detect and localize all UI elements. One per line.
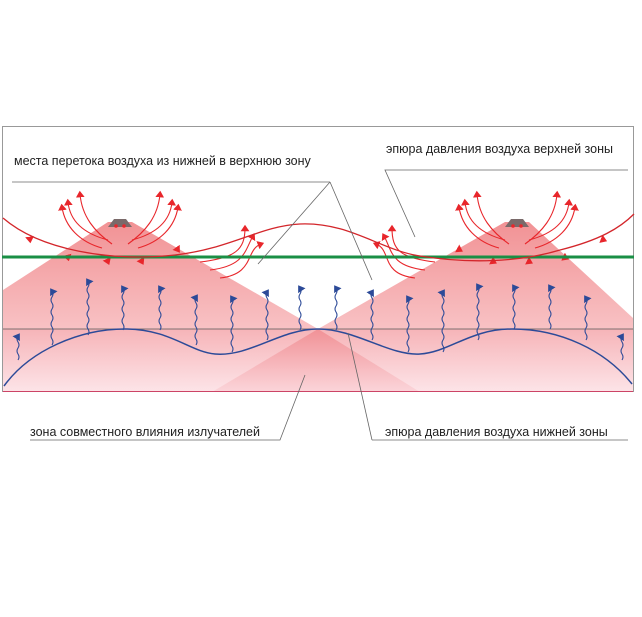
upward-air-arrow	[190, 294, 198, 346]
heater-left	[108, 219, 132, 228]
label-joint-zone: зона совместного влияния излучателей	[30, 425, 260, 439]
upward-air-arrow	[121, 285, 129, 331]
upward-air-arrow	[12, 333, 20, 361]
upward-air-arrow	[584, 295, 592, 341]
heat-flow-arrow	[63, 198, 109, 241]
heater-right	[505, 219, 529, 228]
upward-air-arrow	[230, 295, 238, 353]
overflow-arrow	[209, 233, 256, 271]
upward-air-arrow	[476, 283, 484, 341]
joint-influence-zone	[212, 329, 420, 392]
upward-air-arrow	[366, 289, 374, 341]
upward-air-arrow	[437, 289, 445, 353]
upward-air-arrow	[616, 333, 624, 361]
heat-flow-arrow	[75, 190, 113, 245]
heat-flow-arrow	[528, 198, 574, 241]
upward-air-arrow	[50, 288, 58, 346]
upward-air-arrow	[298, 285, 306, 331]
upward-air-arrow	[334, 285, 342, 331]
label-lower-pressure: эпюра давления воздуха нижней зоны	[385, 425, 608, 439]
upward-air-arrow	[261, 289, 269, 341]
heat-flow-arrow	[460, 198, 506, 241]
label-overflow-places: места перетока воздуха из нижней в верхн…	[14, 154, 312, 168]
heat-flow-arrow	[131, 198, 177, 241]
upward-air-arrow	[158, 285, 166, 331]
upward-air-arrow	[86, 278, 94, 336]
upward-air-arrow	[512, 284, 520, 330]
heat-flow-arrow	[58, 203, 103, 249]
heat-flow-arrow	[472, 190, 510, 245]
overflow-arrow	[199, 224, 250, 263]
heat-flow-arrow	[137, 203, 182, 249]
heat-flow-arrow	[524, 190, 562, 245]
heater-left-radiation-cone	[3, 222, 318, 329]
heat-flow-arrow	[127, 190, 165, 245]
heat-flow-arrow	[534, 203, 579, 249]
overflow-arrow	[219, 241, 265, 279]
heat-flow-arrow	[455, 203, 500, 249]
overflow-arrow	[372, 241, 416, 279]
upper-pressure-curve	[2, 213, 635, 262]
label-upper-pressure: эпюра давления воздуха верхней зоны	[386, 142, 613, 156]
upward-air-arrow	[406, 295, 414, 353]
lower-pressure-curve	[3, 328, 633, 387]
heater-right-radiation-cone	[318, 222, 633, 329]
upward-air-arrow	[548, 284, 556, 330]
leader-lines	[12, 169, 628, 441]
